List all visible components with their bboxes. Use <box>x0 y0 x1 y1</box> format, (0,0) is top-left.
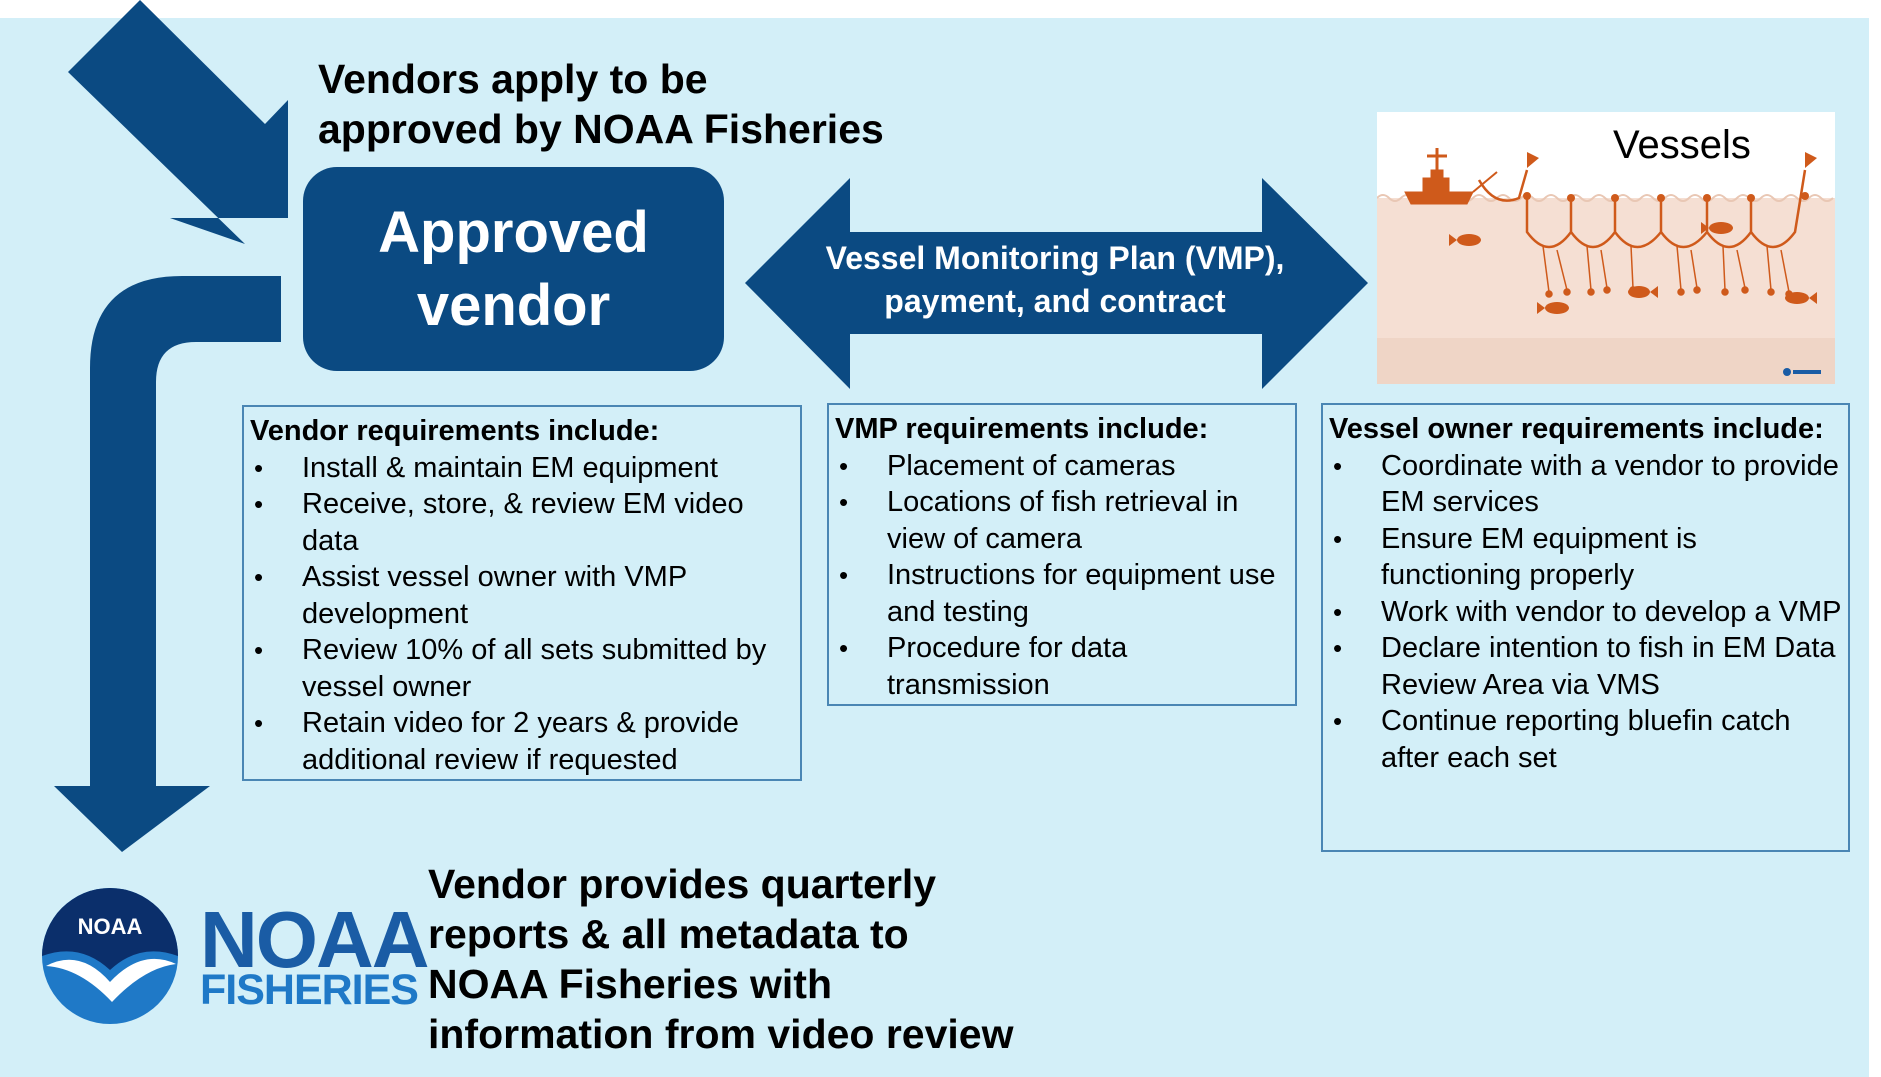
noaa-fisheries-mini-logo <box>1783 368 1821 376</box>
list-item: Locations of fish retrieval in view of c… <box>835 484 1289 557</box>
incoming-arrow <box>68 0 288 244</box>
approved-vendor-box: Approved vendor <box>303 167 724 371</box>
vendor-requirements-box: Vendor requirements include: Install & m… <box>242 405 802 781</box>
vessels-label: Vessels <box>1613 123 1751 167</box>
list-item: Declare intention to fish in EM Data Rev… <box>1329 630 1842 703</box>
longline-fishing-illustration: Vessels <box>1377 112 1835 384</box>
list-item: Coordinate with a vendor to provide EM s… <box>1329 448 1842 521</box>
emblem-top <box>42 888 178 970</box>
list-item: Assist vessel owner with VMP development <box>250 559 794 632</box>
seabed <box>1377 338 1835 384</box>
vessel-illustration: Vessels <box>1377 112 1835 384</box>
approved-vendor-line-1: Approved <box>378 200 649 265</box>
bottom-heading: Vendor provides quarterly reports & all … <box>428 859 1148 1059</box>
vessel-owner-requirements-box: Vessel owner requirements include: Coord… <box>1321 403 1850 852</box>
vmp-requirements-title: VMP requirements include: <box>835 413 1209 445</box>
list-item: Instructions for equipment use and testi… <box>835 557 1289 630</box>
vendor-requirements-list: Install & maintain EM equipment Receive,… <box>250 450 794 779</box>
vendor-requirements-title: Vendor requirements include: <box>250 415 660 447</box>
sky <box>1377 112 1835 198</box>
double-arrow-label-line-2: payment, and contract <box>884 283 1226 319</box>
bottom-heading-line-2: reports & all metadata to <box>428 911 909 957</box>
double-arrow <box>745 178 1368 389</box>
top-heading: Vendors apply to be approved by NOAA Fis… <box>318 54 978 154</box>
top-heading-line-1: Vendors apply to be <box>318 56 708 102</box>
fish-icons <box>1449 222 1817 314</box>
vmp-requirements-box: VMP requirements include: Placement of c… <box>827 403 1297 706</box>
list-item: Continue reporting bluefin catch after e… <box>1329 703 1842 776</box>
list-item: Work with vendor to develop a VMP <box>1329 594 1842 631</box>
vessel-owner-requirements-list: Coordinate with a vendor to provide EM s… <box>1329 448 1842 777</box>
double-arrow-label: Vessel Monitoring Plan (VMP), payment, a… <box>790 237 1320 323</box>
list-item: Review 10% of all sets submitted by vess… <box>250 632 794 705</box>
list-item: Placement of cameras <box>835 448 1289 485</box>
noaa-wordmark: NOAA <box>200 895 430 984</box>
vmp-requirements-list: Placement of cameras Locations of fish r… <box>835 448 1289 704</box>
list-item: Receive, store, & review EM video data <box>250 486 794 559</box>
list-item: Ensure EM equipment is functioning prope… <box>1329 521 1842 594</box>
down-arrow <box>54 276 281 852</box>
approved-vendor-line-2: vendor <box>416 273 611 338</box>
fisheries-wordmark: FISHERIES <box>200 966 419 1014</box>
double-arrow-label-line-1: Vessel Monitoring Plan (VMP), <box>825 240 1285 276</box>
buoy-flags <box>1523 152 1817 202</box>
vessel-owner-requirements-title: Vessel owner requirements include: <box>1329 413 1824 445</box>
branch-lines <box>1542 245 1793 298</box>
noaa-emblem-logo: NOAA <box>42 888 178 1024</box>
bottom-heading-line-1: Vendor provides quarterly <box>428 861 937 907</box>
bottom-heading-line-3: NOAA Fisheries with <box>428 961 832 1007</box>
emblem-text: NOAA <box>78 914 143 939</box>
mainline <box>1477 169 1807 249</box>
list-item: Install & maintain EM equipment <box>250 450 794 487</box>
list-item: Retain video for 2 years & provide addit… <box>250 705 794 778</box>
list-item: Procedure for data transmission <box>835 630 1289 703</box>
fishing-boat-icon <box>1404 148 1498 205</box>
bottom-heading-line-4: information from video review <box>428 1011 1014 1057</box>
seagull-icon <box>46 958 176 1002</box>
top-heading-line-2: approved by NOAA Fisheries <box>318 106 884 152</box>
